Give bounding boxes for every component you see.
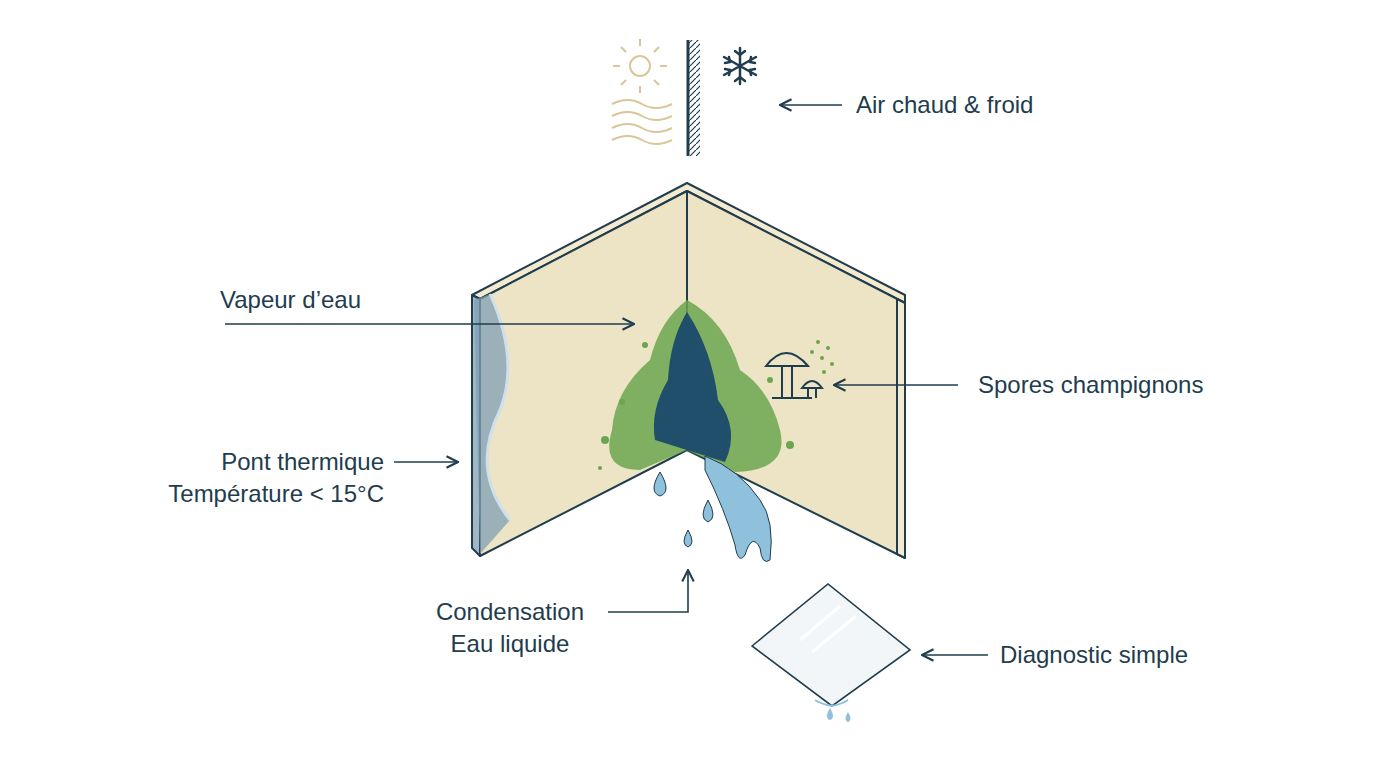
mold-dots bbox=[598, 342, 794, 470]
mushroom-icon bbox=[766, 353, 822, 398]
annotation-label: Vapeur d’eau bbox=[220, 284, 361, 316]
wall-symbol-line bbox=[687, 40, 690, 156]
annotation-label: Diagnostic simple bbox=[1000, 639, 1188, 671]
water-drops bbox=[654, 472, 713, 547]
glass-pane bbox=[752, 584, 910, 722]
leader-line bbox=[834, 384, 958, 386]
annotation-label: Spores champignons bbox=[978, 369, 1203, 401]
leader-line bbox=[780, 104, 842, 106]
wall-symbol bbox=[688, 40, 700, 156]
thermal-bridge bbox=[474, 294, 510, 554]
snowflake-icon bbox=[724, 48, 756, 84]
wall-corner bbox=[472, 183, 905, 558]
leader-line bbox=[225, 323, 634, 325]
mold-stain bbox=[609, 300, 781, 472]
spore-dots bbox=[810, 340, 834, 374]
annotation-label: Condensation Eau liquide bbox=[415, 596, 605, 660]
leader-line bbox=[922, 654, 988, 656]
leader-line bbox=[394, 461, 458, 463]
thermal-bridge-edge bbox=[487, 294, 510, 520]
mold-core bbox=[654, 312, 731, 462]
water-drip bbox=[705, 456, 771, 562]
leader-line bbox=[608, 570, 688, 612]
warm-air-icon bbox=[612, 100, 672, 144]
sun-icon bbox=[613, 39, 667, 93]
annotation-label: Pont thermique Température < 15°C bbox=[122, 446, 384, 510]
annotation-label: Air chaud & froid bbox=[856, 89, 1033, 121]
